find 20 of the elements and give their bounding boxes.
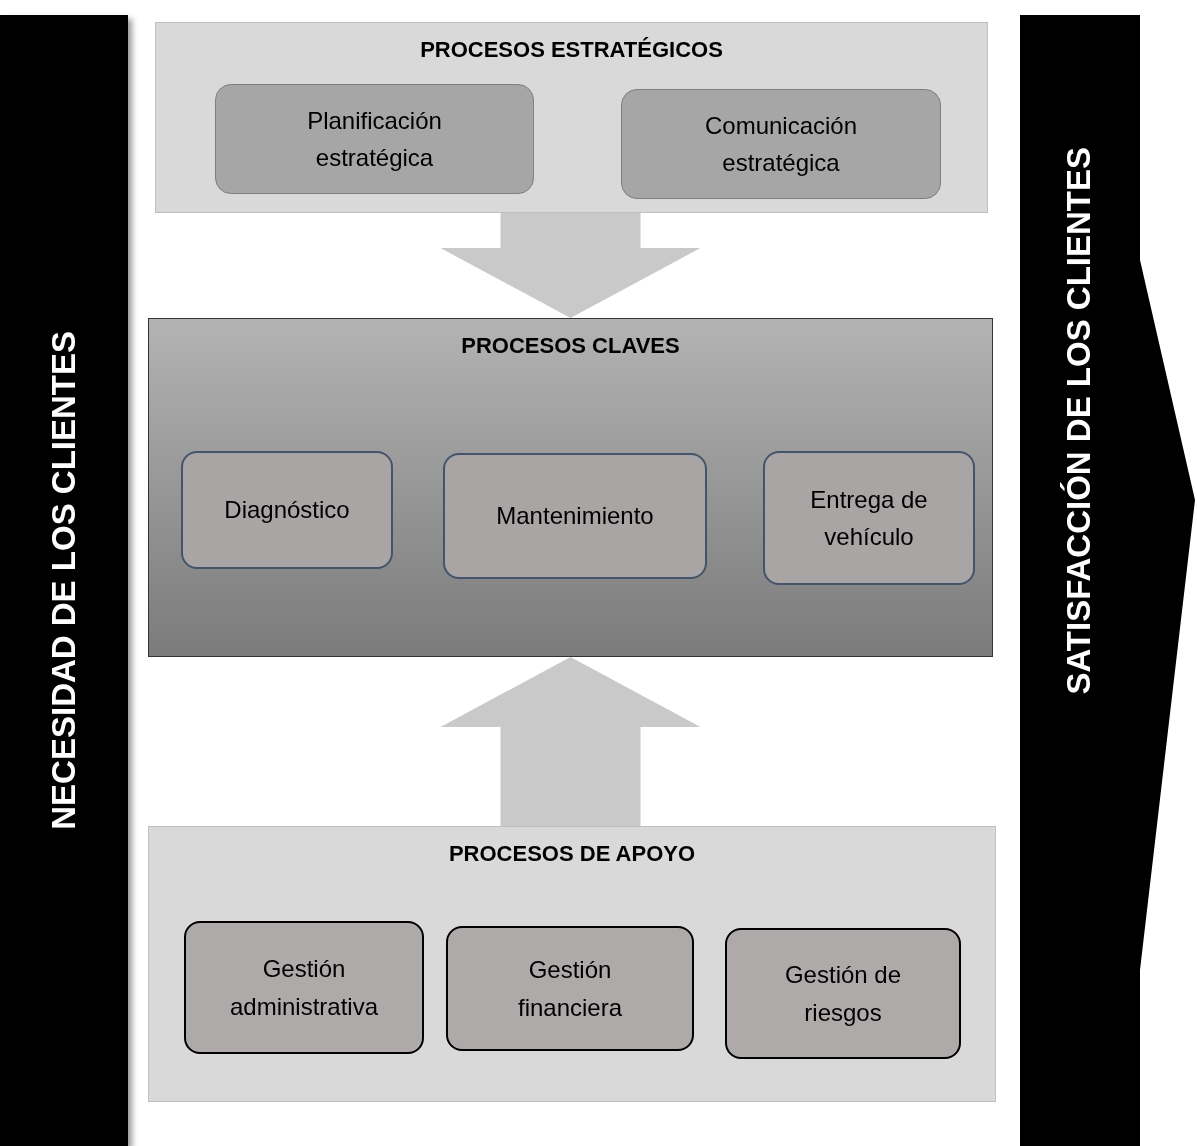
side-arrow (1020, 15, 1197, 1146)
side-label: SATISFACCIÓN DE LOS CLIENTES (1060, 146, 1098, 695)
process-band (155, 22, 988, 213)
process-box: Comunicación estratégica (621, 89, 941, 199)
side-label: NECESIDAD DE LOS CLIENTES (45, 331, 83, 830)
process-box: Mantenimiento (443, 453, 707, 579)
process-box: Gestión financiera (446, 926, 694, 1051)
process-box: Entrega de vehículo (763, 451, 975, 585)
process-band (148, 826, 996, 1102)
block-arrow (440, 657, 701, 826)
process-box: Planificación estratégica (215, 84, 534, 194)
band-title: PROCESOS CLAVES (460, 333, 681, 359)
process-band (148, 318, 993, 657)
process-box: Gestión de riesgos (725, 928, 961, 1059)
side-bar (0, 15, 128, 1146)
process-box: Gestión administrativa (184, 921, 424, 1054)
band-title: PROCESOS ESTRATÉGICOS (419, 37, 724, 63)
process-box: Diagnóstico (181, 451, 393, 569)
band-title: PROCESOS DE APOYO (447, 841, 697, 867)
block-arrow (440, 213, 701, 318)
